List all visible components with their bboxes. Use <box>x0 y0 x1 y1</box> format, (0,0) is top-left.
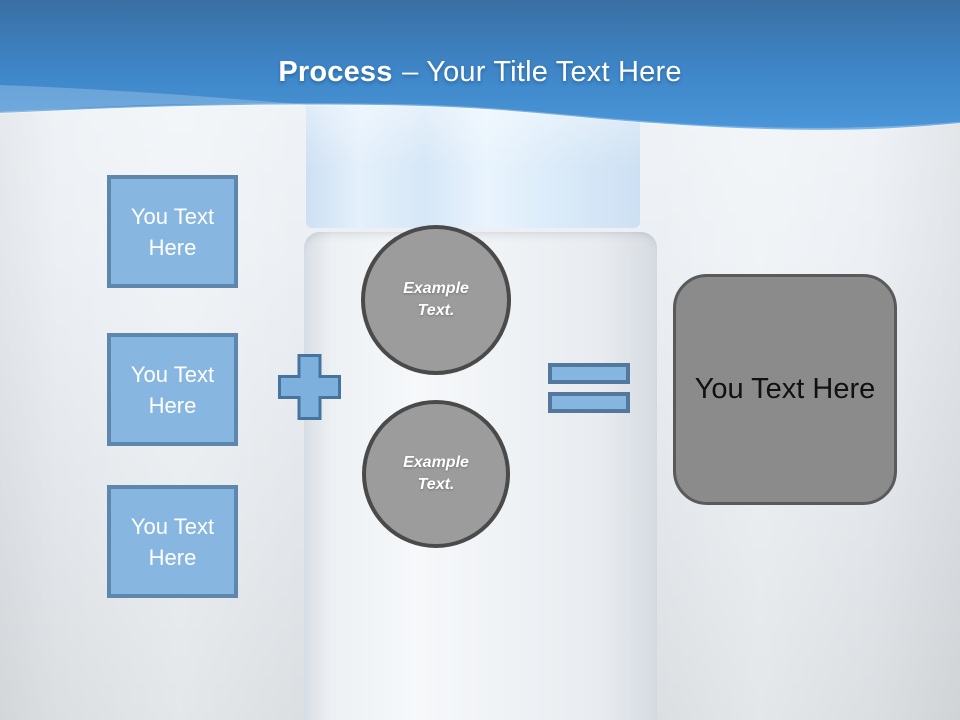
equals-top-bar <box>548 363 630 384</box>
equals-bottom-bar <box>548 392 630 413</box>
input-box-1-label: You Text Here <box>130 203 215 260</box>
input-box-1[interactable]: You Text Here <box>107 175 238 288</box>
title-keyword: Process <box>278 56 393 88</box>
example-circle-1[interactable]: Example Text. <box>361 225 511 375</box>
slide-title[interactable]: Process – Your Title Text Here <box>0 56 960 89</box>
result-box[interactable]: You Text Here <box>673 274 897 505</box>
result-box-label: You Text Here <box>694 373 876 405</box>
equals-icon[interactable] <box>548 363 630 413</box>
example-circle-2[interactable]: Example Text. <box>362 400 510 548</box>
plus-icon[interactable] <box>278 354 341 422</box>
input-box-3[interactable]: You Text Here <box>107 485 238 598</box>
header-wave <box>0 0 960 131</box>
example-circle-1-label: Example Text. <box>403 280 469 319</box>
input-box-2-label: You Text Here <box>130 361 215 418</box>
input-box-3-label: You Text Here <box>130 513 215 570</box>
input-box-2[interactable]: You Text Here <box>107 333 238 446</box>
example-circle-2-label: Example Text. <box>403 454 469 493</box>
title-subtitle: – Your Title Text Here <box>402 56 682 88</box>
